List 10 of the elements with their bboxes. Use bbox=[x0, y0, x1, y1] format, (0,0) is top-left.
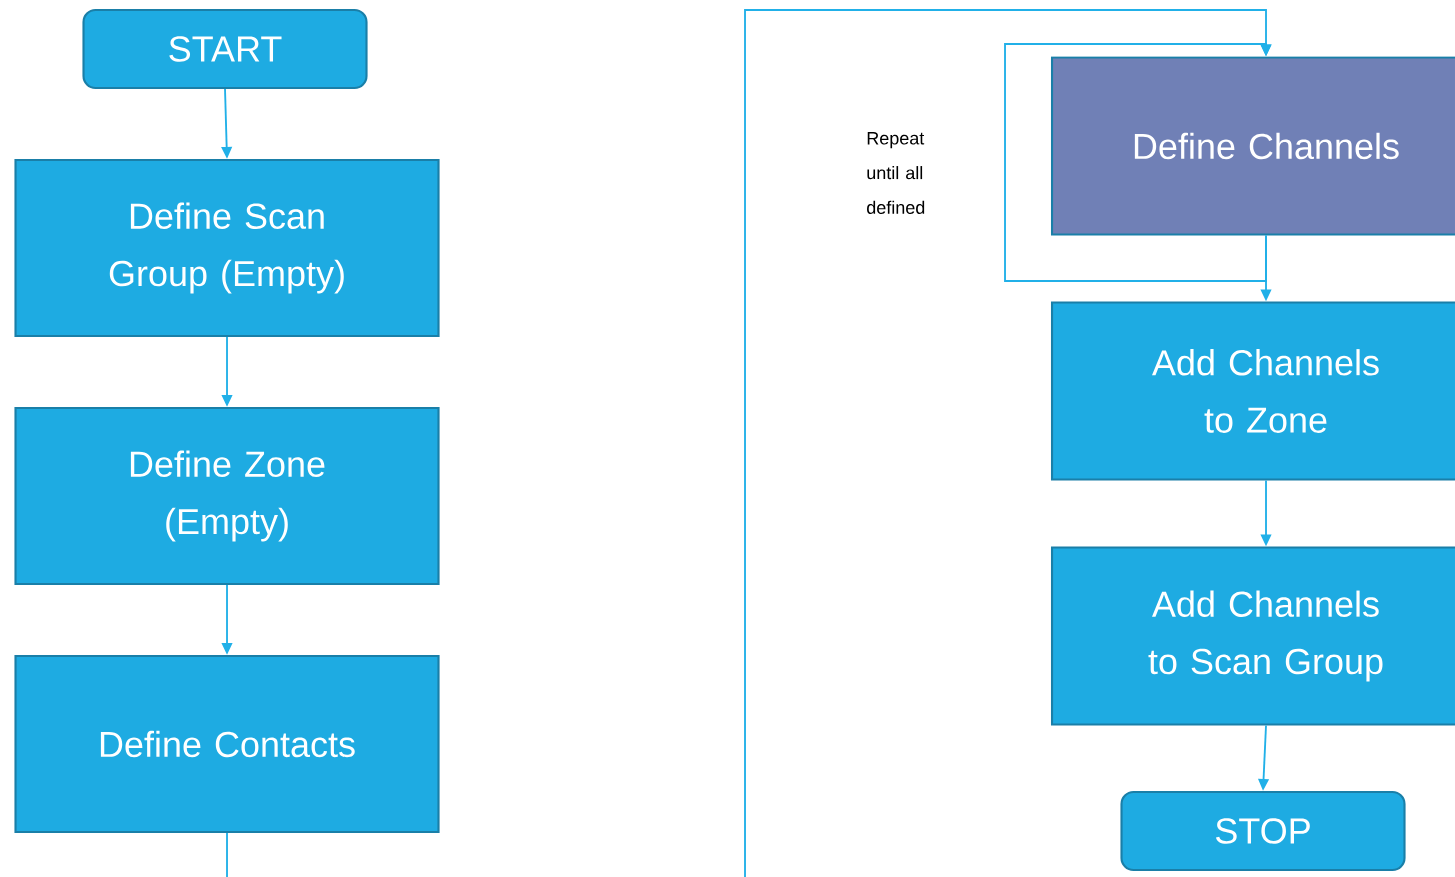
process-box: Define Scan Group (Empty) bbox=[14, 158, 440, 338]
note-text: Repeat until all defined bbox=[867, 132, 925, 214]
process-box: Add Channels to Zone bbox=[1050, 301, 1455, 481]
process-box: Define Channels bbox=[1050, 56, 1455, 236]
process-box: Define Contacts bbox=[14, 654, 440, 834]
process-box: Add Channels to Scan Group bbox=[1050, 546, 1455, 726]
terminal-box: STOP bbox=[1120, 790, 1406, 872]
arrow bbox=[1004, 43, 1272, 282]
process-box: Define Zone (Empty) bbox=[14, 406, 440, 586]
terminal-box: START bbox=[82, 8, 368, 90]
